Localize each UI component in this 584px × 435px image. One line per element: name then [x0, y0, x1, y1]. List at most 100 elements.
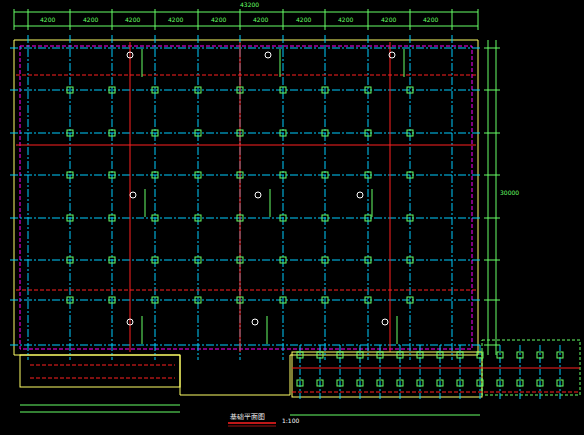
dimension-text: 4200 — [253, 17, 268, 23]
drawing-rect — [407, 257, 413, 263]
drawing-rect — [537, 380, 543, 386]
drawing-rect — [109, 257, 115, 263]
drawing-line — [14, 26, 478, 27]
drawing-rect — [365, 297, 371, 303]
drawing-rect — [237, 215, 243, 221]
marker-circle — [357, 192, 363, 198]
drawing-line — [292, 392, 580, 393]
drawing-line — [478, 9, 479, 30]
dimension-text: 43200 — [240, 2, 259, 8]
drawing-rect — [407, 297, 413, 303]
drawing-line — [112, 9, 113, 30]
dimension-text: 4200 — [211, 17, 226, 23]
drawing-line — [20, 405, 180, 406]
drawing-line — [228, 422, 276, 424]
marker-circle — [130, 192, 136, 198]
drawing-rect — [152, 130, 158, 136]
drawing-line — [240, 42, 241, 352]
drawing-rect — [152, 297, 158, 303]
drawing-rect — [237, 130, 243, 136]
drawing-rect — [477, 352, 483, 358]
drawing-line — [484, 218, 500, 219]
drawing-rect — [322, 215, 328, 221]
drawing-rect — [109, 172, 115, 178]
drawing-rect — [195, 215, 201, 221]
drawing-line — [410, 9, 411, 30]
drawing-rect — [417, 352, 423, 358]
drawing-line — [70, 9, 71, 30]
drawing-rect — [237, 172, 243, 178]
drawing-line — [368, 9, 369, 30]
drawing-line — [496, 40, 497, 355]
drawing-rect — [297, 380, 303, 386]
drawing-line — [10, 260, 482, 261]
drawing-rect — [457, 352, 463, 358]
drawing-line — [452, 35, 453, 360]
drawing-line — [10, 133, 482, 134]
drawing-rect — [195, 130, 201, 136]
drawing-rect — [317, 380, 323, 386]
dimension-text: 4200 — [338, 17, 353, 23]
drawing-rect — [337, 380, 343, 386]
drawing-line — [142, 49, 143, 77]
drawing-line — [16, 75, 476, 76]
dimension-text: 4200 — [296, 17, 311, 23]
drawing-line — [14, 12, 478, 13]
drawing-line — [283, 9, 284, 30]
drawing-rect — [109, 297, 115, 303]
drawing-rect — [322, 297, 328, 303]
drawing-line — [16, 290, 476, 291]
drawing-line — [16, 145, 476, 146]
drawing-rect — [517, 352, 523, 358]
drawing-line — [390, 42, 391, 352]
drawing-rect — [357, 380, 363, 386]
drawing-line — [240, 35, 241, 360]
drawing-line — [10, 48, 482, 49]
drawing-line — [112, 35, 113, 360]
drawing-rect — [152, 172, 158, 178]
drawing-rect — [377, 352, 383, 358]
drawing-rect — [280, 130, 286, 136]
drawing-line — [270, 189, 271, 217]
drawing-line — [484, 175, 500, 176]
dimension-text: 4200 — [40, 17, 55, 23]
drawing-rect — [517, 380, 523, 386]
drawing-rect — [67, 87, 73, 93]
drawing-line — [240, 9, 241, 30]
drawing-rect — [20, 355, 180, 387]
drawing-rect — [365, 87, 371, 93]
drawing-rect — [280, 172, 286, 178]
drawing-rect — [109, 87, 115, 93]
drawing-line — [410, 35, 411, 360]
drawing-rect — [365, 172, 371, 178]
drawing-rect — [67, 215, 73, 221]
drawing-rect — [407, 172, 413, 178]
marker-circle — [252, 319, 258, 325]
drawing-rect — [67, 257, 73, 263]
drawing-line — [142, 316, 143, 344]
drawing-rect — [317, 352, 323, 358]
drawing-line — [283, 35, 284, 360]
drawing-rect — [195, 87, 201, 93]
drawing-line — [198, 9, 199, 30]
drawing-rect — [365, 215, 371, 221]
drawing-line — [484, 90, 500, 91]
drawing-line — [290, 415, 480, 416]
drawing-rect — [322, 87, 328, 93]
drawing-line — [488, 40, 489, 355]
drawing-line — [228, 426, 276, 427]
drawing-line — [292, 368, 580, 369]
drawing-rect — [20, 46, 472, 349]
drawing-line — [397, 316, 398, 344]
drawing-rect — [397, 380, 403, 386]
drawing-title: 基础平面图 — [230, 414, 265, 421]
drawing-rect — [67, 297, 73, 303]
marker-circle — [265, 52, 271, 58]
drawing-line — [155, 9, 156, 30]
drawing-line — [14, 9, 15, 30]
drawing-rect — [280, 297, 286, 303]
drawing-rect — [237, 297, 243, 303]
drawing-rect — [497, 380, 503, 386]
drawing-line — [368, 35, 369, 360]
